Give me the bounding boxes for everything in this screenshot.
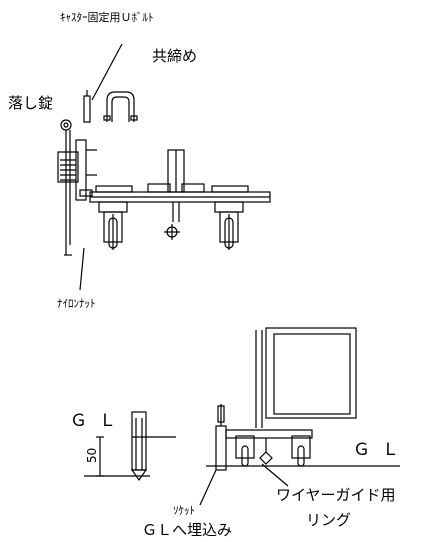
socket: [130, 411, 148, 482]
socket-label: ｿｹｯﾄ: [173, 504, 195, 517]
dimension-label: 50: [85, 447, 99, 463]
nylon-nut-label: ﾅｲﾛﾝﾅｯﾄ: [57, 297, 96, 310]
caster-frame: [89, 183, 271, 240]
gl-left-label: ＧＬ: [70, 411, 128, 431]
left-caster: [98, 201, 128, 250]
right-caster: [214, 201, 244, 250]
wire-guide-label-2: リング: [306, 511, 352, 529]
gl-right-label: ＧＬ: [353, 440, 411, 460]
fasten-together-label: 共締め: [152, 47, 198, 65]
caster-bolt-label: ｷｬｽﾀｰ固定用Ｕﾎﾞﾙﾄ: [60, 11, 154, 24]
embed-label: ＧＬへ埋込み: [142, 521, 233, 539]
drop-lock-label: 落し錠: [8, 94, 54, 112]
drop-lock: [57, 119, 97, 256]
u-bolt: [103, 91, 138, 122]
wire-guide-label-1: ワイヤーガイド用: [276, 486, 396, 504]
